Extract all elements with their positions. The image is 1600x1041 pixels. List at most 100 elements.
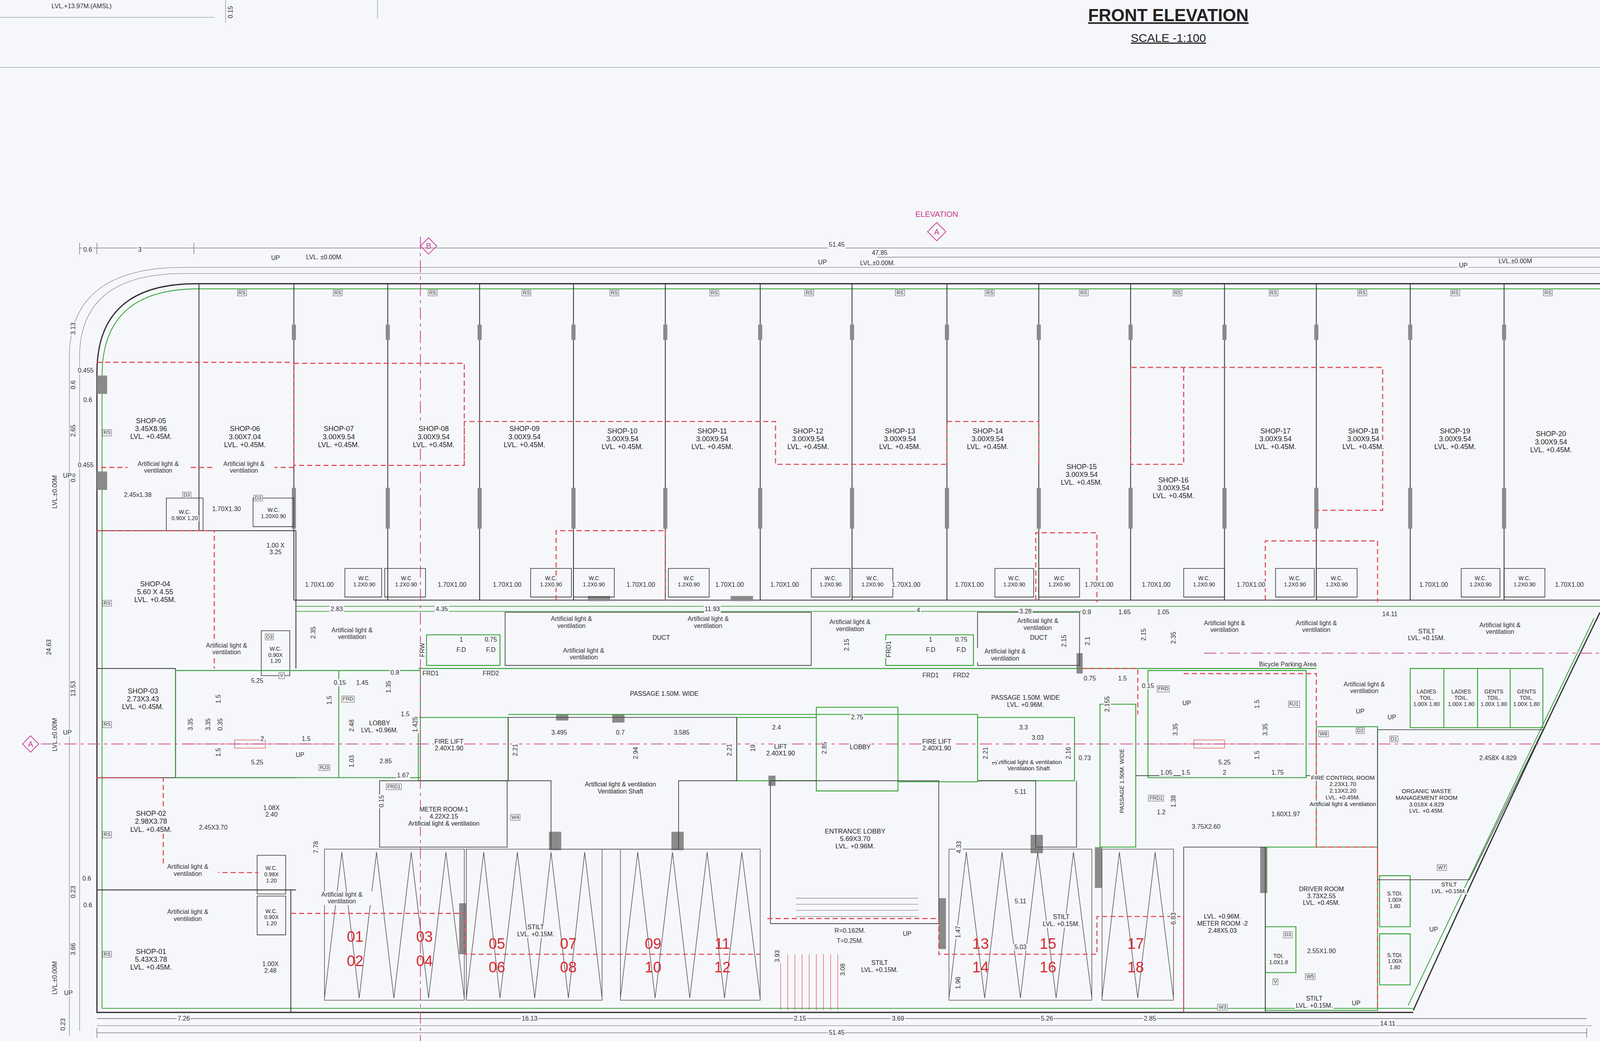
room-text: SHOP-17 xyxy=(1259,427,1292,436)
bay-number: 10 xyxy=(644,959,663,976)
room-tag: SHOP-143.00X9.54LVL. +0.45M. xyxy=(944,413,1031,465)
tag-code: RS xyxy=(102,600,112,607)
plan-label: FRW xyxy=(418,642,426,658)
bay-number: 11 xyxy=(713,935,731,953)
room-tag: STILTLVL. +0.15M. xyxy=(843,954,916,979)
plan-label: 3.13 xyxy=(70,321,78,336)
room-text: LVL. +0.96M. xyxy=(360,726,399,734)
room-text: PASSAGE 1.50M. WIDE xyxy=(629,690,700,698)
plan-label: F.D xyxy=(455,646,467,654)
room-tag: W.C.1.2X0.90 xyxy=(1275,568,1315,596)
section-marker xyxy=(22,222,946,752)
room-text: 0.90X 1.20 xyxy=(170,515,199,522)
plan-label: 1.65 xyxy=(1117,608,1132,616)
plan-label: 2 xyxy=(259,735,265,743)
plan-label: 2.83 xyxy=(329,606,344,614)
plan-label: 16.13 xyxy=(520,1015,539,1023)
plan-label: 2.55X1.90 xyxy=(1306,947,1337,955)
room-tag: W.C.0.90X 1.20 xyxy=(257,901,286,934)
plan-label: 1.70X1.00 xyxy=(1418,581,1449,589)
room-text: SHOP-11 xyxy=(696,427,729,436)
room-tag: SHOP-163.00X9.54LVL. +0.45M. xyxy=(1130,462,1217,514)
ramp-hatch xyxy=(780,954,838,1011)
room-text: 3.00X9.54 xyxy=(322,433,356,441)
plan-label: 1.70X1.00 xyxy=(436,581,468,589)
room-text: W.C. xyxy=(823,575,838,582)
room-text: 2.13X2.20 xyxy=(1328,787,1357,795)
room-tag: W.C1.2X0.90 xyxy=(1038,568,1080,596)
room-text: S.TOI. xyxy=(1386,952,1404,959)
building-outline xyxy=(96,283,1600,1013)
room-text: STILT xyxy=(526,923,545,931)
plan-label: FRD1 xyxy=(421,669,440,678)
plan-label: 1.5 xyxy=(1253,749,1261,761)
room-tag: DUCT xyxy=(646,630,677,645)
plan-label: 3.585 xyxy=(673,729,691,737)
plan-label: 5.11 xyxy=(1013,897,1027,905)
plan-label: 5.26 xyxy=(1039,1015,1054,1023)
room-tag: S.TOI.1.00X 1.80 xyxy=(1380,939,1410,983)
room-tag: STILTLVL. +0.15M. xyxy=(1025,908,1097,933)
room-text: LVL. +0.45M. xyxy=(878,442,922,451)
room-tag: SHOP-193.00X9.54LVL. +0.45M. xyxy=(1412,413,1499,465)
room-text: LVL. +0.45M. xyxy=(317,440,361,449)
room-tag: SHOP-153.00X9.54LVL. +0.45M. xyxy=(1038,449,1125,501)
room-text: 2.40X1.90 xyxy=(433,744,465,752)
plan-label: 0.15 xyxy=(1141,682,1155,690)
tag-code: FRD1 xyxy=(385,783,402,790)
bay-number: 17 xyxy=(1126,935,1145,953)
tag-code: RS xyxy=(102,429,112,436)
room-text: LVL. +0.96M. xyxy=(834,842,876,851)
plan-label: 3.03 xyxy=(1030,734,1045,742)
room-text: DUCT xyxy=(651,634,671,642)
plan-label: Artificial light & ventilation xyxy=(321,626,383,641)
room-tag: PASSAGE 1.50M. WIDE xyxy=(602,686,726,701)
room-tag: GENTS TOIL.1.00X 1.80 xyxy=(1478,675,1510,721)
room-tag: W.C.1.2X0.90 xyxy=(1461,568,1500,596)
sheet-caption: SCALE -1:100 xyxy=(1130,31,1207,45)
room-walls xyxy=(379,612,1544,1013)
plan-label: UP xyxy=(294,751,306,760)
plan-label: 1.5 xyxy=(300,735,312,743)
plan-label: 2.15 xyxy=(1060,633,1068,648)
plan-label: Artificial light & ventilation xyxy=(157,908,219,923)
section-line xyxy=(40,236,1600,1041)
room-tag: ORGANIC WASTE MANAGEMENT ROOM3.018X 4.82… xyxy=(1385,770,1468,832)
room-text: LVL. +0.45M. xyxy=(1059,478,1104,487)
tag-code: W4 xyxy=(510,814,521,821)
room-text: LVL. +0.45M. xyxy=(129,825,173,834)
plan-label: 2.16 xyxy=(1064,746,1073,761)
tag-code: RS xyxy=(427,289,438,297)
room-tag: SHOP-045.60 X 4.55LVL. +0.45M. xyxy=(109,569,201,616)
room-text: SHOP-02 xyxy=(134,809,167,818)
plan-label: 3.35 xyxy=(204,717,212,732)
plan-label: 0.455 xyxy=(76,462,95,470)
room-text: STILT xyxy=(1417,627,1436,636)
plan-label: 1.5 xyxy=(1117,675,1128,683)
plan-label: UP xyxy=(1350,999,1362,1007)
room-text: W.C. xyxy=(268,646,283,653)
room-tag: STILTLVL. +0.15M. xyxy=(1278,993,1351,1012)
plan-label: 3.93 xyxy=(773,949,781,963)
room-text: 2.98X3.78 xyxy=(134,817,168,826)
plan-label: 4.33 xyxy=(955,840,963,854)
room-text: DUCT xyxy=(1029,634,1049,642)
room-text: 3.00X9.54 xyxy=(605,435,640,443)
room-text: 1.2X0.90 xyxy=(1002,581,1027,588)
parking-bays xyxy=(324,849,1174,1001)
plan-label: Artificial light & ventilation xyxy=(974,648,1036,663)
room-text: 1.2X0.90 xyxy=(1192,581,1216,588)
plan-label: 1.5 xyxy=(400,711,411,719)
room-text: SHOP-18 xyxy=(1347,427,1380,436)
room-tag: W.C1.2X0.90 xyxy=(573,568,615,596)
room-text: 3.00X9.54 xyxy=(1258,435,1293,443)
bay-number: 12 xyxy=(713,959,732,976)
plan-label: 1.00 X 3.25 xyxy=(260,542,291,556)
plan-label: 1.45 xyxy=(355,679,370,687)
plan-label: 1.70X1.00 xyxy=(491,581,523,589)
plan-label: 1.5 xyxy=(1253,698,1261,710)
plan-label: Bicycle Parking Area xyxy=(1258,660,1318,669)
room-tag: Artificial light & ventilationVentilatio… xyxy=(574,765,667,811)
plan-label: 0.75 xyxy=(484,636,498,644)
plan-label: LVL.+13.97M.(AMSL) xyxy=(50,2,113,10)
